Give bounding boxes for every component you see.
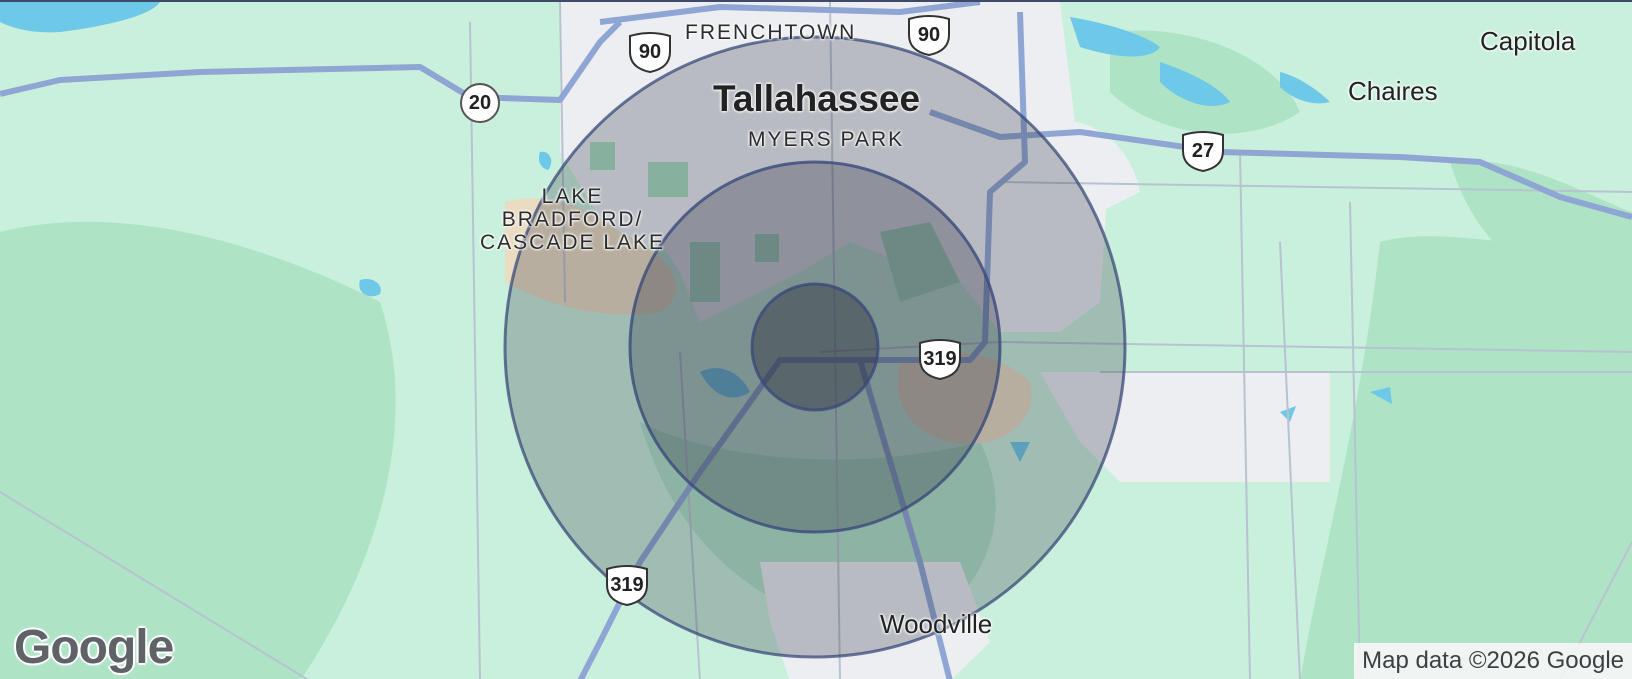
radius-rings [503,35,1127,659]
shield-icon [1182,131,1224,173]
town-label-woodville: Woodville [880,609,993,639]
shield-number: 319 [610,574,644,596]
us-route-shield-90: 90 [906,15,952,57]
state-route-badge-20: 20 [460,83,500,123]
us-route-shield-90: 90 [627,32,673,74]
water-bodies [0,2,1392,462]
shield-icon [908,15,950,57]
shield-number: 27 [1191,140,1215,162]
neighborhood-label-lake-bradford: LAKE BRADFORD/ CASCADE LAKE [480,185,666,254]
shield-number: 90 [917,24,941,46]
map-attribution[interactable]: Map data ©2026 Google [1354,643,1632,679]
google-logo[interactable]: Google [14,621,174,674]
radius-ring-outer [503,35,1127,659]
us-route-shield-319: 319 [604,565,650,607]
shield-icon [629,32,671,74]
shield-number: 90 [638,41,662,63]
neighborhood-label-frenchtown: FRENCHTOWN [685,21,857,44]
neighborhood-label-myers-park: MYERS PARK [748,128,905,151]
town-label-capitola: Capitola [1480,26,1576,56]
shield-icon [919,339,961,381]
radius-ring-inner [750,282,880,412]
town-label-chaires: Chaires [1348,76,1438,106]
us-route-shield-27: 27 [1180,131,1226,173]
radius-ring-middle [628,160,1002,534]
us-route-shield-319: 319 [917,339,963,381]
parks [590,142,960,302]
shield-number: 319 [923,348,957,370]
shield-icon [606,565,648,607]
city-label-tallahassee: Tallahassee [713,78,921,119]
